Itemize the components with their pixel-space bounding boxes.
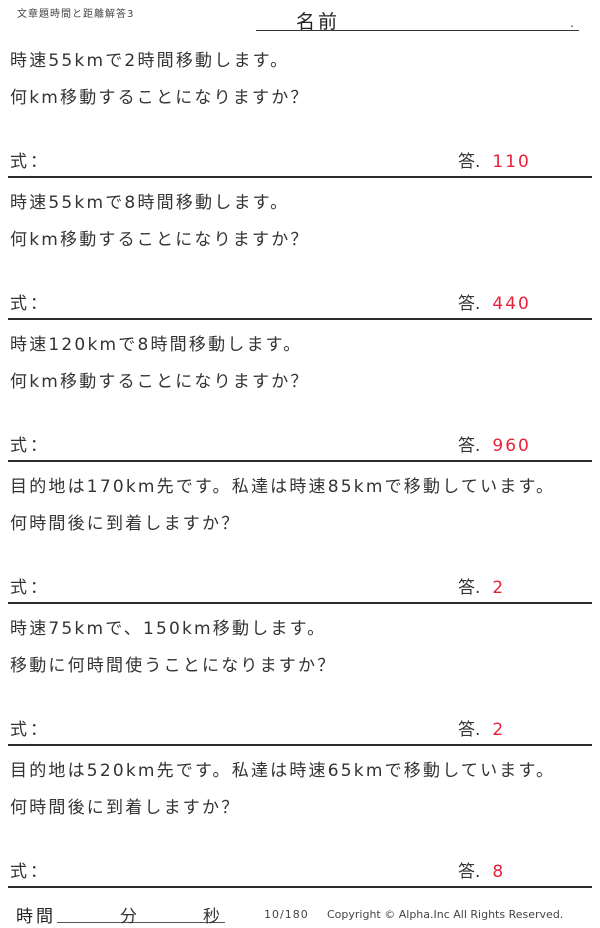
answer-value: 2: [492, 578, 506, 598]
problem-1: 時速55kmで2時間移動します。 何km移動することになりますか？ 式： 答. 1…: [8, 36, 592, 178]
question-line-1: 時速120kmで8時間移動します。: [10, 335, 303, 355]
answer-label: 答.: [458, 152, 481, 172]
question-line-1: 目的地は170km先です。私達は時速85kmで移動しています。: [10, 477, 556, 497]
answer-label: 答.: [458, 720, 481, 740]
problem-3: 時速120kmで8時間移動します。 何km移動することになりますか？ 式： 答.…: [8, 320, 592, 462]
question-line-1: 目的地は520km先です。私達は時速65kmで移動しています。: [10, 761, 556, 781]
question-line-2: 何km移動することになりますか？: [10, 372, 310, 392]
problem-2: 時速55kmで8時間移動します。 何km移動することになりますか？ 式： 答. 4…: [8, 178, 592, 320]
minutes-label: 分: [120, 907, 137, 927]
question-line-1: 時速55kmで2時間移動します。: [10, 51, 290, 71]
problem-4: 目的地は170km先です。私達は時速85kmで移動しています。 何時間後に到着し…: [8, 462, 592, 604]
answer-label: 答.: [458, 436, 481, 456]
formula-label: 式：: [10, 578, 50, 598]
time-label: 時間: [16, 907, 56, 927]
answer-value: 110: [492, 152, 531, 172]
answer-field: 答. 440: [458, 289, 531, 314]
page-number: 10/180: [264, 908, 309, 921]
answer-value: 440: [492, 294, 531, 314]
question-line-2: 何時間後に到着しますか？: [10, 514, 241, 534]
answer-field: 答. 2: [458, 715, 505, 740]
question-line-2: 移動に何時間使うことになりますか？: [10, 656, 337, 676]
name-label: 名前: [296, 11, 341, 33]
answer-value: 2: [492, 720, 506, 740]
worksheet-title: 文章題時間と距離解答3: [17, 9, 135, 20]
formula-label: 式：: [10, 720, 50, 740]
answer-value: 8: [492, 862, 506, 882]
worksheet-footer: 時間 分 秒 10/180 Copyright © Alpha.Inc All …: [0, 900, 600, 928]
problem-5: 時速75kmで、150km移動します。 移動に何時間使うことになりますか？ 式：…: [8, 604, 592, 746]
answer-value: 960: [492, 436, 531, 456]
question-line-2: 何km移動することになりますか？: [10, 88, 310, 108]
formula-label: 式：: [10, 436, 50, 456]
copyright-notice: Copyright © Alpha.Inc All Rights Reserve…: [327, 908, 564, 921]
question-line-2: 何時間後に到着しますか？: [10, 798, 241, 818]
formula-label: 式：: [10, 862, 50, 882]
problem-6: 目的地は520km先です。私達は時速65kmで移動しています。 何時間後に到着し…: [8, 746, 592, 888]
question-line-2: 何km移動することになりますか？: [10, 230, 310, 250]
answer-label: 答.: [458, 294, 481, 314]
time-field-line[interactable]: [57, 922, 225, 923]
formula-label: 式：: [10, 294, 50, 314]
name-field-line[interactable]: [256, 30, 579, 31]
question-line-1: 時速75kmで、150km移動します。: [10, 619, 327, 639]
answer-field: 答. 2: [458, 573, 505, 598]
answer-label: 答.: [458, 578, 481, 598]
question-line-1: 時速55kmで8時間移動します。: [10, 193, 290, 213]
answer-field: 答. 960: [458, 431, 531, 456]
answer-field: 答. 110: [458, 147, 531, 172]
answer-label: 答.: [458, 862, 481, 882]
seconds-label: 秒: [203, 907, 220, 927]
formula-label: 式：: [10, 152, 50, 172]
answer-field: 答. 8: [458, 857, 505, 882]
name-field-dot: .: [570, 16, 574, 30]
